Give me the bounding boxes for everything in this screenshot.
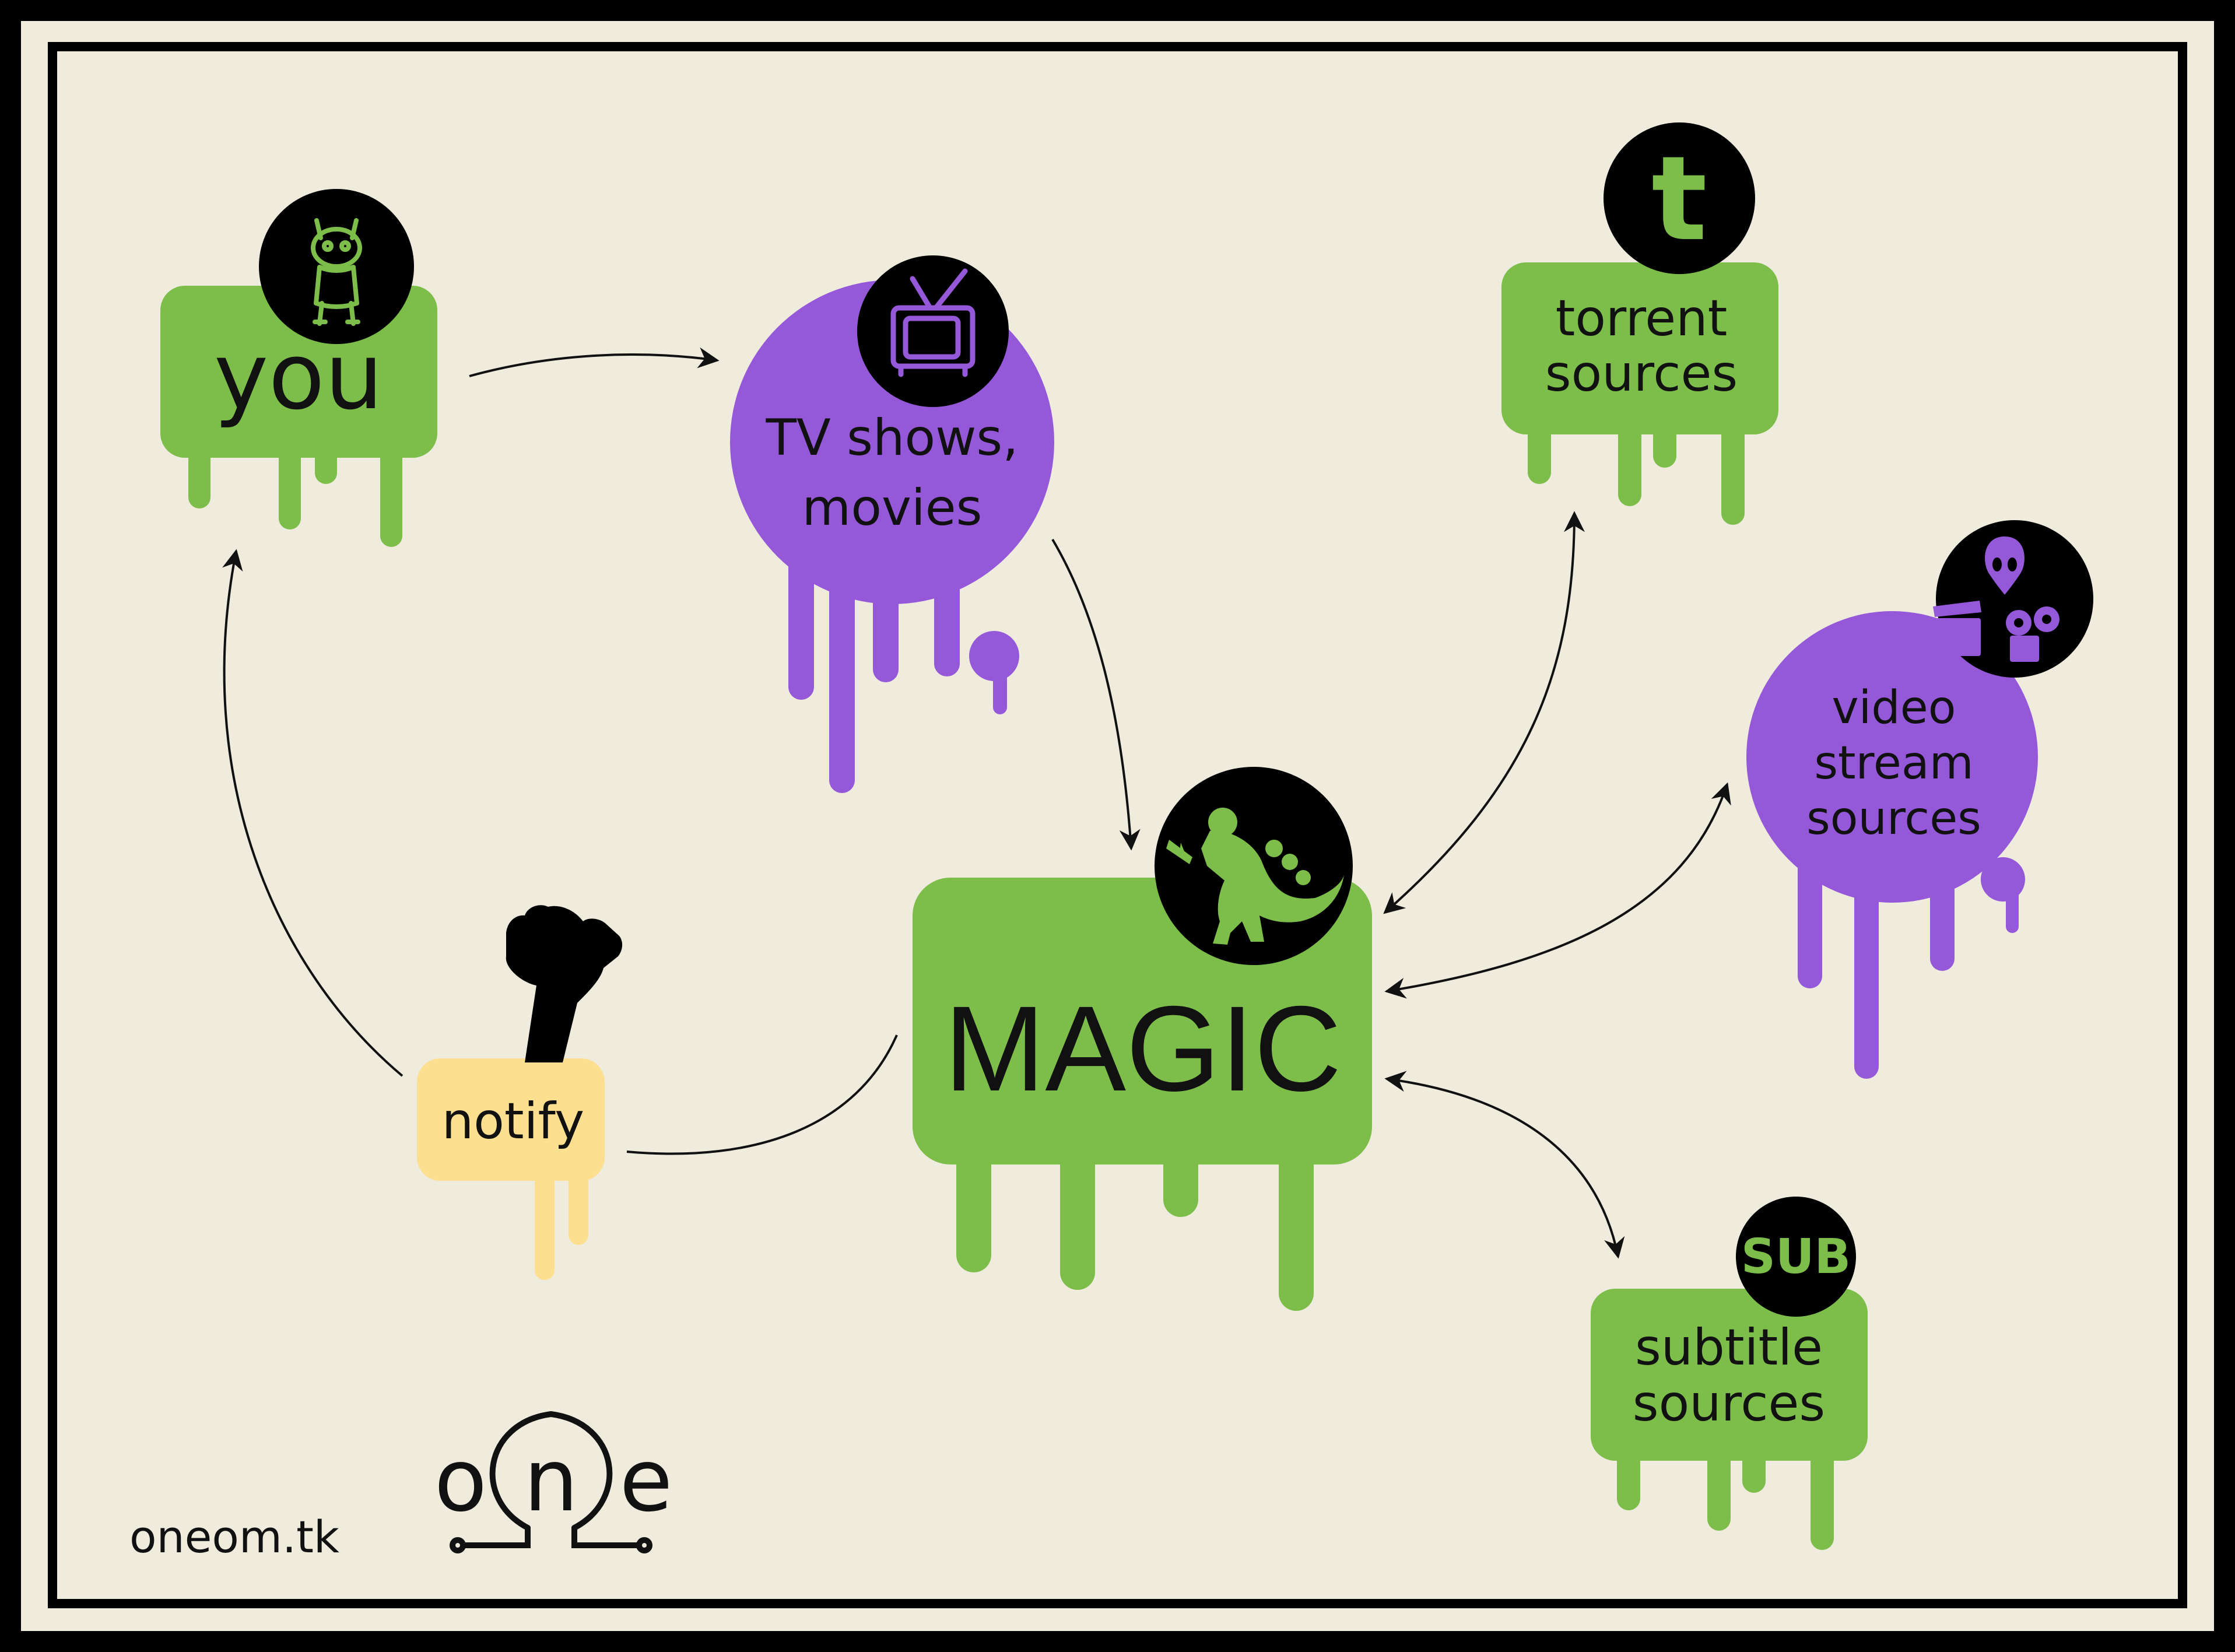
- edge-magic-subtitle: [1384, 1071, 1625, 1259]
- logo-letter-o: o: [434, 1430, 487, 1531]
- node-notify: notify: [417, 905, 623, 1280]
- edge-magic-video: [1384, 782, 1731, 999]
- edges: [222, 347, 1731, 1259]
- letter-t-icon: t: [1604, 122, 1755, 274]
- logo-letter-e: e: [619, 1430, 672, 1531]
- video-label-line3: sources: [1806, 792, 1981, 845]
- notify-label: notify: [442, 1092, 584, 1151]
- monster-icon: [1155, 767, 1353, 965]
- node-torrent-sources: t torrent sources: [1501, 122, 1778, 525]
- one-logo: o n e: [434, 1411, 673, 1553]
- edge-you-to-tv: [469, 347, 720, 377]
- drip-blob: [1501, 262, 1778, 525]
- node-video-stream-sources: video stream sources: [1746, 520, 2093, 1079]
- drip-blob: [1746, 611, 2038, 1079]
- creature-icon: [259, 189, 414, 344]
- edge-tv-to-magic: [1051, 538, 1141, 851]
- drip-blob: [417, 1058, 605, 1280]
- website-label: oneom.tk: [129, 1511, 339, 1563]
- footer: oneom.tk o n e: [129, 1411, 673, 1563]
- torrent-label-line2: sources: [1545, 345, 1738, 403]
- omega-arc: [450, 1411, 652, 1553]
- video-label-line1: video: [1831, 682, 1956, 734]
- torrent-label-line1: torrent: [1556, 289, 1728, 348]
- subtitle-label-line2: sources: [1633, 1374, 1825, 1433]
- node-subtitle-sources: SUB subtitle sources: [1591, 1197, 1868, 1550]
- edge-notify-to-you: [222, 549, 404, 1077]
- inner-frame: [48, 42, 2187, 1608]
- magic-label: MAGIC: [944, 981, 1342, 1117]
- node-tv-shows: TV shows, movies: [730, 255, 1054, 793]
- edge-magic-to-notify: [626, 1034, 898, 1155]
- alien-film-icon: [1933, 520, 2093, 678]
- sub-glyph: SUB: [1741, 1229, 1851, 1285]
- node-magic: MAGIC: [913, 767, 1372, 1311]
- video-label-line2: stream: [1814, 737, 1973, 790]
- you-label: you: [214, 323, 383, 430]
- node-you: you: [160, 189, 437, 547]
- tv-icon: [857, 255, 1009, 407]
- drip-blob: [1591, 1289, 1868, 1550]
- sub-badge-icon: SUB: [1736, 1197, 1856, 1317]
- subtitle-label-line1: subtitle: [1635, 1318, 1823, 1377]
- t-glyph: t: [1651, 131, 1707, 267]
- raised-fist-icon: [506, 905, 623, 1062]
- tv-label-line1: TV shows,: [765, 409, 1018, 467]
- tv-label-line2: movies: [802, 479, 983, 537]
- logo-letter-n: n: [524, 1430, 578, 1531]
